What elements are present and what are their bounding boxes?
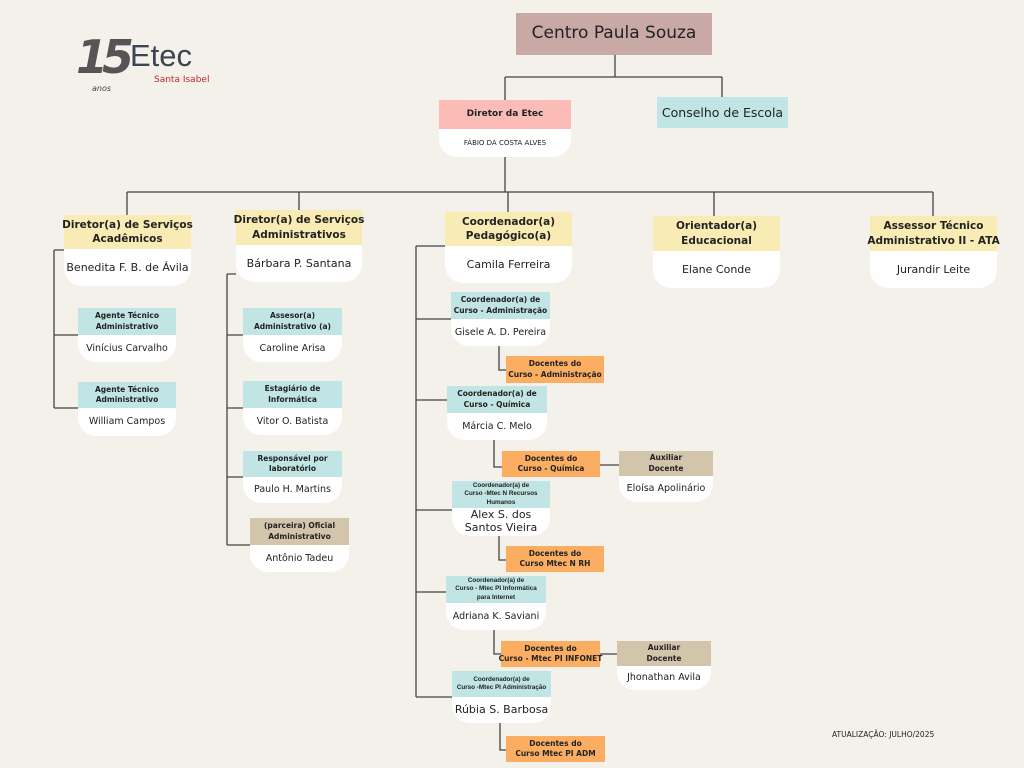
name: Rúbia S. Barbosa [452, 697, 551, 723]
role: Diretor(a) de Serviços Acadêmicos [62, 215, 193, 249]
card-course-coordinator: Coordenador(a) de Curso -Mtec N Recursos… [452, 481, 550, 536]
director-name: FÁBIO DA COSTA ALVES [439, 129, 571, 157]
name: Paulo H. Martins [243, 477, 342, 503]
card-academic-staff: Agente Técnico Administrativo William Ca… [78, 382, 176, 436]
card-auxiliar-docente: Auxiliar Docente Jhonathan Avila [617, 641, 711, 690]
role: Auxiliar Docente [619, 451, 713, 476]
card-dir-administrativos: Diretor(a) de Serviços Administrativos B… [234, 210, 364, 282]
teachers-box: Docentes do Curso - Administração [506, 356, 604, 383]
name: Benedita F. B. de Ávila [64, 249, 191, 286]
role: Coordenador(a) de Curso - Mtec PI Inform… [446, 576, 546, 603]
name: Caroline Arisa [243, 335, 342, 362]
role: Auxiliar Docente [617, 641, 711, 666]
card-academic-staff: Agente Técnico Administrativo Vinícius C… [78, 308, 176, 362]
logo-brand: Etec [130, 38, 193, 73]
teachers-box: Docentes do Curso - Mtec PI INFONET [499, 641, 602, 667]
name: Camila Ferreira [445, 246, 572, 283]
name: Adriana K. Saviani [446, 603, 546, 630]
role: Coordenador(a) Pedagógico(a) [445, 212, 572, 246]
teachers-box: Docentes do Curso - Química [502, 451, 600, 477]
director-role: Diretor da Etec [439, 100, 571, 129]
card-assessor-ata: Assessor Técnico Administrativo II - ATA… [867, 216, 1000, 288]
name: Antônio Tadeu [250, 545, 349, 572]
role: Responsável por laboratório [243, 451, 342, 477]
name: Vitor O. Batista [243, 408, 342, 435]
role: Coordenador(a) de Curso -Mtec PI Adminis… [452, 671, 551, 697]
card-orientador: Orientador(a) Educacional Elane Conde [653, 216, 780, 288]
role: Agente Técnico Administrativo [78, 308, 176, 335]
name: Jhonathan Avila [617, 666, 711, 690]
role: Estagiário de Informática [243, 381, 342, 408]
role: (parceira) Oficial Administrativo [250, 518, 349, 545]
name: Bárbara P. Santana [236, 245, 362, 282]
card-admin-staff: Assesor(a) Administrativo (a) Caroline A… [243, 308, 342, 362]
name: Alex S. dos Santos Vieira [452, 508, 550, 536]
card-course-coordinator: Coordenador(a) de Curso - Química Márcia… [447, 386, 547, 440]
logo-campus: Santa Isabel [154, 75, 210, 85]
name: Eloísa Apolinário [619, 476, 713, 502]
card-coord-pedagogico: Coordenador(a) Pedagógico(a) Camila Ferr… [445, 212, 572, 283]
name: Vinícius Carvalho [78, 335, 176, 362]
update-note: ATUALIZAÇÃO: JULHO/2025 [832, 730, 935, 739]
role: Diretor(a) de Serviços Administrativos [234, 210, 364, 245]
name: Márcia C. Melo [447, 413, 547, 440]
logo-number: 15 [76, 30, 134, 84]
card-admin-partner: (parceira) Oficial Administrativo Antôni… [250, 518, 349, 572]
card-auxiliar-docente: Auxiliar Docente Eloísa Apolinário [619, 451, 713, 502]
role: Agente Técnico Administrativo [78, 382, 176, 408]
card-course-coordinator: Coordenador(a) de Curso -Mtec PI Adminis… [452, 671, 551, 723]
name: Gisele A. D. Pereira [451, 319, 550, 346]
name: Elane Conde [653, 251, 780, 288]
name: William Campos [78, 408, 176, 436]
name: Jurandir Leite [870, 251, 997, 288]
role: Coordenador(a) de Curso -Mtec N Recursos… [452, 481, 550, 508]
etec-logo: 15 anos Etec Santa Isabel [70, 34, 210, 100]
card-dir-academicos: Diretor(a) de Serviços Acadêmicos Benedi… [62, 215, 193, 286]
card-admin-staff: Responsável por laboratório Paulo H. Mar… [243, 451, 342, 503]
card-admin-staff: Estagiário de Informática Vitor O. Batis… [243, 381, 342, 435]
role: Orientador(a) Educacional [653, 216, 780, 251]
logo-anos: anos [92, 84, 112, 93]
council-box: Conselho de Escola [657, 97, 788, 128]
role: Assesor(a) Administrativo (a) [243, 308, 342, 335]
role: Coordenador(a) de Curso - Administração [451, 292, 550, 319]
card-director: Diretor da Etec FÁBIO DA COSTA ALVES [439, 100, 571, 157]
teachers-box: Docentes do Curso Mtec N RH [506, 546, 604, 572]
teachers-box: Docentes do Curso Mtec PI ADM [506, 736, 605, 762]
root-centro-paula-souza: Centro Paula Souza [516, 13, 712, 55]
role: Assessor Técnico Administrativo II - ATA [867, 216, 1000, 251]
card-course-coordinator: Coordenador(a) de Curso - Administração … [451, 292, 550, 346]
card-course-coordinator: Coordenador(a) de Curso - Mtec PI Inform… [446, 576, 546, 630]
role: Coordenador(a) de Curso - Química [447, 386, 547, 413]
